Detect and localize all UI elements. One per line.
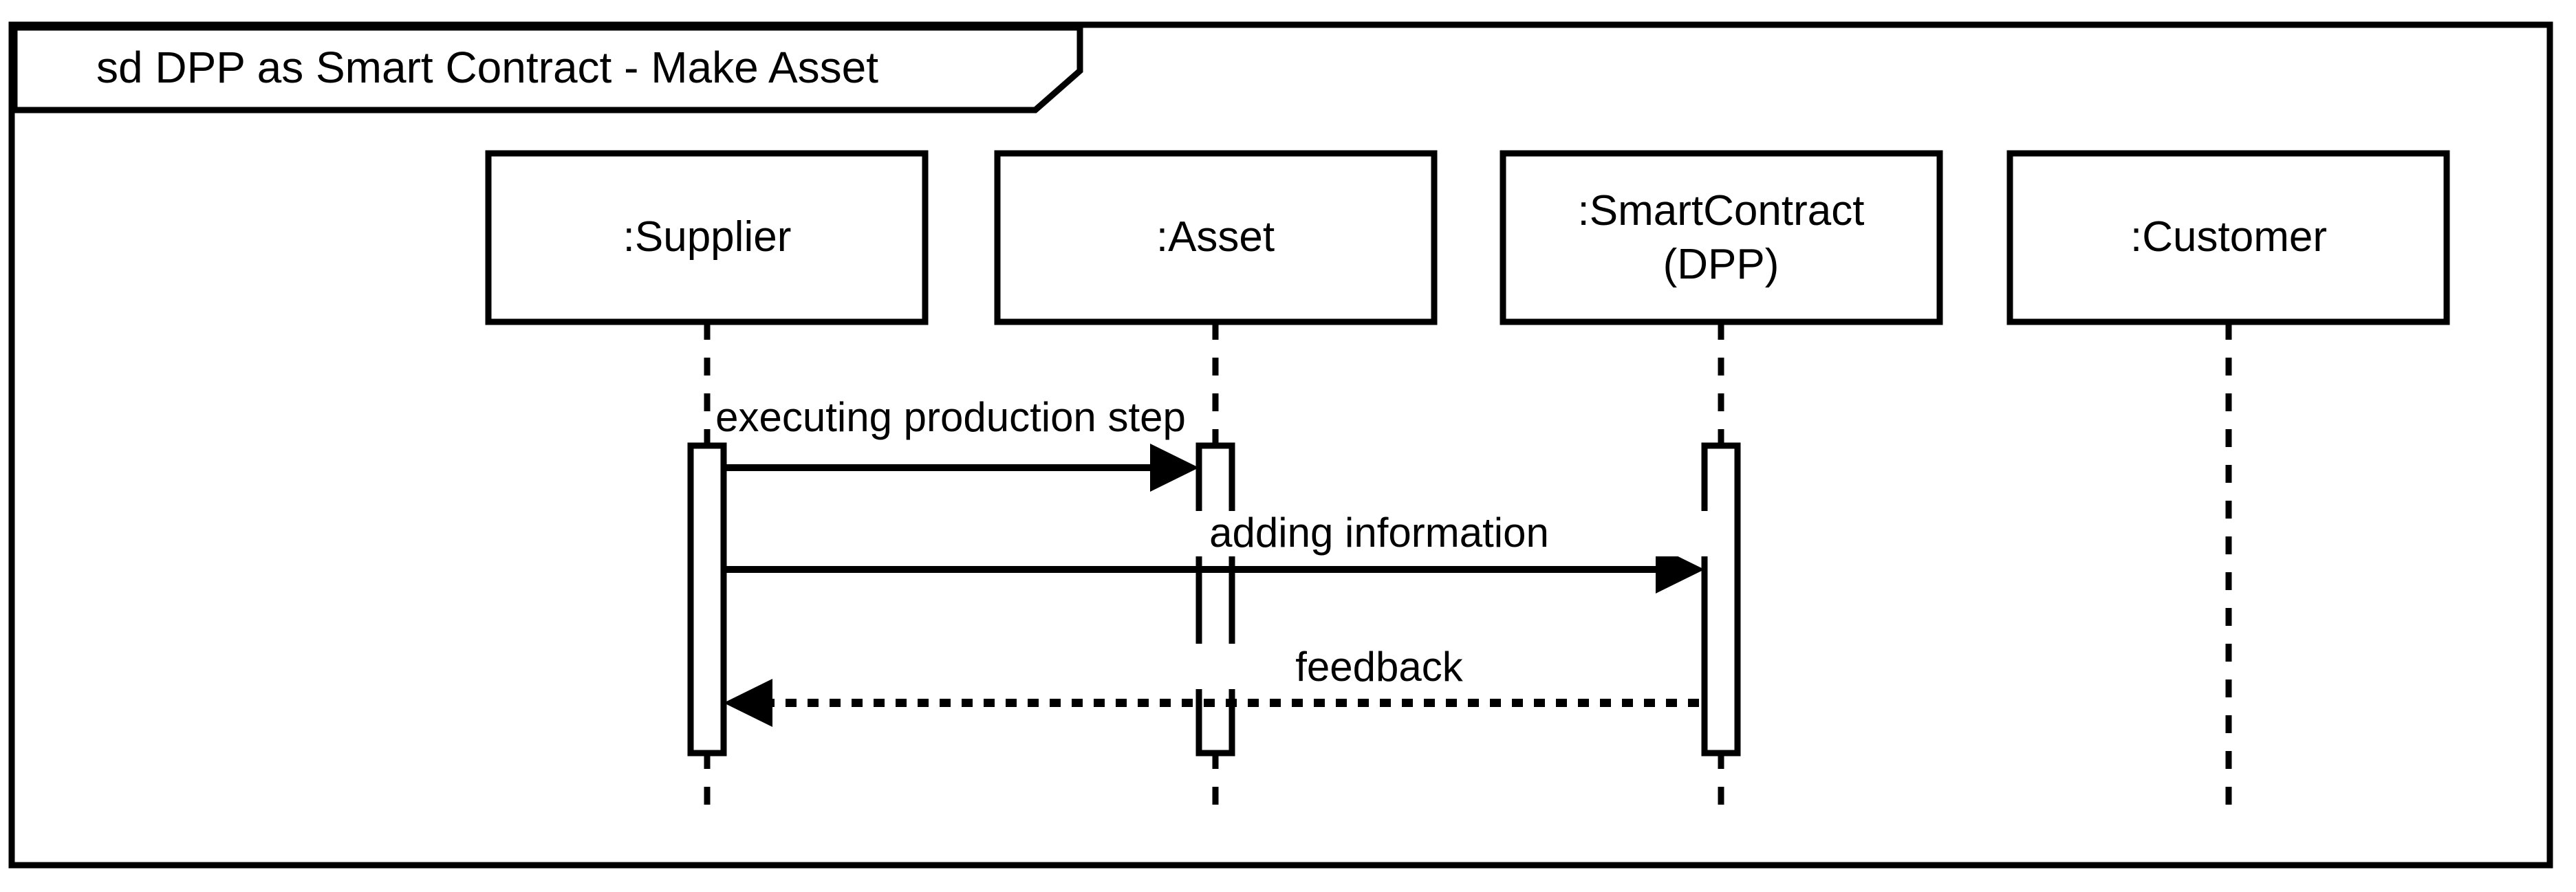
activation-bar-supplier[interactable] [687, 442, 727, 757]
message-label-3: feedback [1295, 644, 1464, 690]
message-label-1: executing production step [715, 394, 1186, 440]
frame-title-label: sd DPP as Smart Contract - Make Asset [96, 43, 878, 92]
lifeline-customer: :Customer [2006, 150, 2450, 818]
lifeline-head-asset[interactable] [994, 150, 1438, 325]
message-label-backdrop-3 [1142, 644, 1616, 689]
lifeline-label-supplier: :Supplier [623, 213, 792, 261]
arrowhead-icon-1 [1150, 444, 1199, 492]
lifeline-sublabel-smartcontract: (DPP) [1663, 241, 1779, 288]
message-adding-information[interactable]: adding information [724, 510, 1733, 594]
lifeline-head-customer[interactable] [2006, 150, 2450, 325]
lifeline-head-smartcontract[interactable] [1500, 150, 1943, 325]
message-feedback[interactable]: feedback [724, 644, 1704, 727]
message-label-backdrop-2 [1025, 511, 1733, 556]
activation-bar-smartcontract[interactable] [1701, 442, 1741, 757]
message-executing-production-step[interactable]: executing production step [715, 394, 1199, 492]
lifeline-label-asset: :Asset [1156, 213, 1275, 261]
arrowhead-icon-3 [724, 679, 772, 727]
lifeline-supplier: :Supplier [485, 150, 929, 818]
lifeline-smartcontract: :SmartContract (DPP) [1500, 150, 1943, 818]
lifeline-head-supplier[interactable] [485, 150, 929, 325]
lifeline-asset: :Asset [994, 150, 1438, 818]
lifeline-label-smartcontract: :SmartContract [1578, 187, 1865, 235]
frame-title-pentagon [11, 24, 1083, 113]
arrowhead-icon-2 [1656, 545, 1704, 594]
lifeline-label-customer: :Customer [2130, 213, 2327, 261]
message-label-2: adding information [1209, 510, 1549, 556]
